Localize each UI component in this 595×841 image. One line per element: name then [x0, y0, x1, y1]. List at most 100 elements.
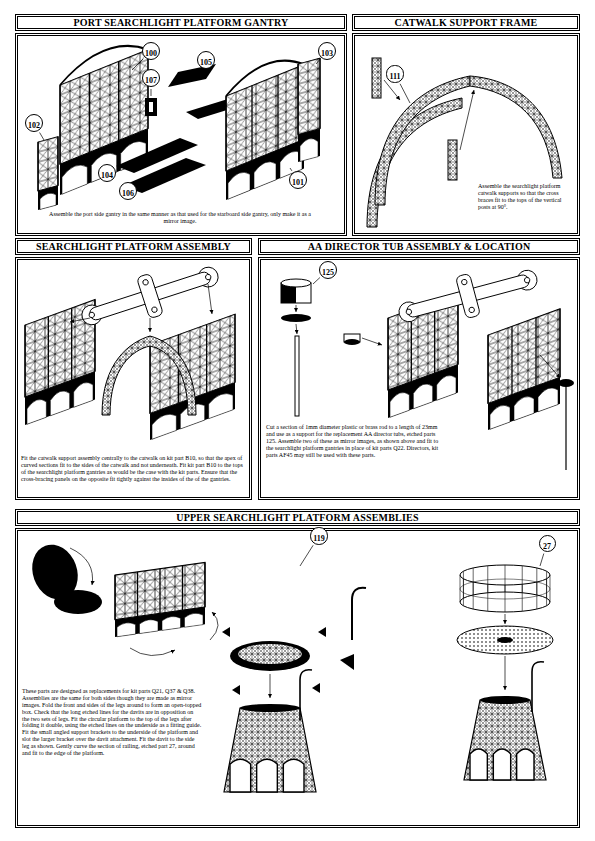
callout-number: 107	[145, 73, 157, 89]
drawing-stroke	[437, 373, 456, 401]
drawing-stroke	[204, 562, 205, 607]
gantry-side-panel	[488, 309, 560, 430]
drawing-stroke	[50, 388, 69, 416]
drawing-stroke	[550, 575, 551, 602]
callout-number: 100	[145, 46, 157, 62]
gantry-end-panel	[38, 137, 58, 210]
drawing-stroke	[230, 759, 251, 792]
callout-number: 107	[142, 69, 160, 87]
leg-flat-panel	[115, 562, 205, 637]
drawing-stroke	[182, 566, 183, 611]
drawing-stroke	[159, 569, 160, 614]
panel-frame	[15, 33, 347, 236]
instruction-text: Assemble the searchlight platform catwal…	[478, 183, 574, 211]
drawing-stroke	[536, 568, 537, 595]
callout-number: 101	[292, 175, 304, 191]
instruction-text: Fit the catwalk support assembly central…	[21, 455, 247, 483]
drawing-stroke	[89, 73, 90, 152]
drawing-stroke	[118, 61, 119, 140]
drawing-stroke	[136, 273, 163, 319]
drawing-stroke	[60, 33, 148, 85]
leader-line	[132, 59, 143, 70]
direction-arrow	[150, 318, 151, 332]
leader-line	[313, 278, 320, 284]
drawing-stroke	[387, 318, 388, 390]
drawing-stroke	[62, 161, 87, 194]
drawing-stroke	[151, 306, 158, 313]
leader-line	[300, 545, 313, 566]
drawing-stroke	[74, 380, 93, 408]
railing-part	[460, 565, 550, 612]
drawing-stroke	[257, 759, 278, 792]
drawing-stroke	[38, 186, 58, 210]
drawing-stroke	[27, 397, 46, 425]
drawing-stroke	[114, 575, 115, 620]
callout-number: 104	[101, 168, 113, 184]
drawing-stroke	[522, 566, 523, 593]
platform-disc	[54, 590, 102, 614]
support-rod	[295, 336, 299, 416]
drawing-stroke	[209, 390, 233, 418]
drawing-stroke	[344, 339, 360, 345]
drawing-stroke	[497, 637, 513, 643]
instruction-panel: CATWALK SUPPORT FRAMEAssemble the search…	[352, 14, 580, 236]
drawing-stroke	[463, 571, 464, 598]
drawing-stroke	[137, 572, 138, 617]
drawing-stroke	[505, 565, 506, 592]
drawing-stroke	[147, 49, 148, 128]
drawing-stroke	[238, 644, 302, 664]
instruction-text: Cut a section of 1mm diameter plastic or…	[266, 424, 444, 458]
vertical-post	[372, 58, 381, 98]
drawing-stroke	[48, 317, 49, 389]
callout-number: 103	[318, 42, 336, 60]
direction-arrow	[270, 674, 271, 698]
drawing-stroke	[468, 307, 475, 314]
drawing-stroke	[460, 575, 461, 602]
drawing-stroke	[464, 700, 546, 780]
drawing-stroke	[493, 749, 510, 780]
drawing-stroke	[57, 137, 58, 186]
catwalk-arch	[375, 76, 470, 205]
drawing-stroke	[388, 365, 458, 418]
instruction-text: These parts are designed as replacements…	[22, 688, 202, 757]
callout-number: 111	[389, 69, 400, 84]
drawing-stroke	[524, 277, 531, 284]
callout-number: 106	[122, 186, 134, 202]
drawing-stroke	[413, 381, 432, 409]
drawing-stroke	[152, 411, 176, 439]
leader-line	[138, 187, 140, 189]
drawing-stroke	[319, 58, 320, 129]
drawing-stroke	[185, 612, 204, 627]
direction-arrow	[208, 284, 212, 314]
instruction-panel: UPPER SEARCHLIGHT PLATFORM ASSEMBLIESThe…	[15, 509, 580, 828]
support-bracket	[318, 627, 326, 637]
drawing-stroke	[511, 326, 512, 394]
callout-number: 119	[313, 531, 325, 547]
panel-frame	[352, 33, 580, 236]
bracket-part	[145, 98, 157, 116]
drawing-stroke	[251, 85, 252, 160]
vertical-post	[448, 140, 457, 180]
drawing-stroke	[406, 274, 531, 319]
drawing-stroke	[205, 274, 212, 281]
drawing-stroke	[480, 696, 530, 704]
drawing-stroke	[226, 139, 304, 200]
drawing-stroke	[140, 619, 159, 634]
drawing-stroke	[37, 142, 38, 191]
support-bracket	[232, 685, 240, 695]
direction-arrow	[210, 612, 218, 640]
platform-b10	[76, 253, 225, 338]
drawing-stroke	[300, 136, 318, 161]
callout-number: 27	[543, 539, 551, 554]
leader-line	[316, 59, 320, 64]
drawing-stroke	[88, 312, 95, 319]
support-bracket	[340, 654, 354, 670]
platform-legs	[464, 696, 546, 780]
director-tub	[558, 379, 574, 387]
davit	[532, 662, 544, 712]
panel-heading: AA DIRECTOR TUB ASSEMBLY & LOCATION	[258, 238, 580, 255]
instruction-panel: AA DIRECTOR TUB ASSEMBLY & LOCATION Cut a…	[258, 238, 580, 500]
gantry-side-panel	[150, 314, 235, 440]
drawing-stroke	[25, 372, 95, 425]
circular-platform	[457, 626, 553, 654]
